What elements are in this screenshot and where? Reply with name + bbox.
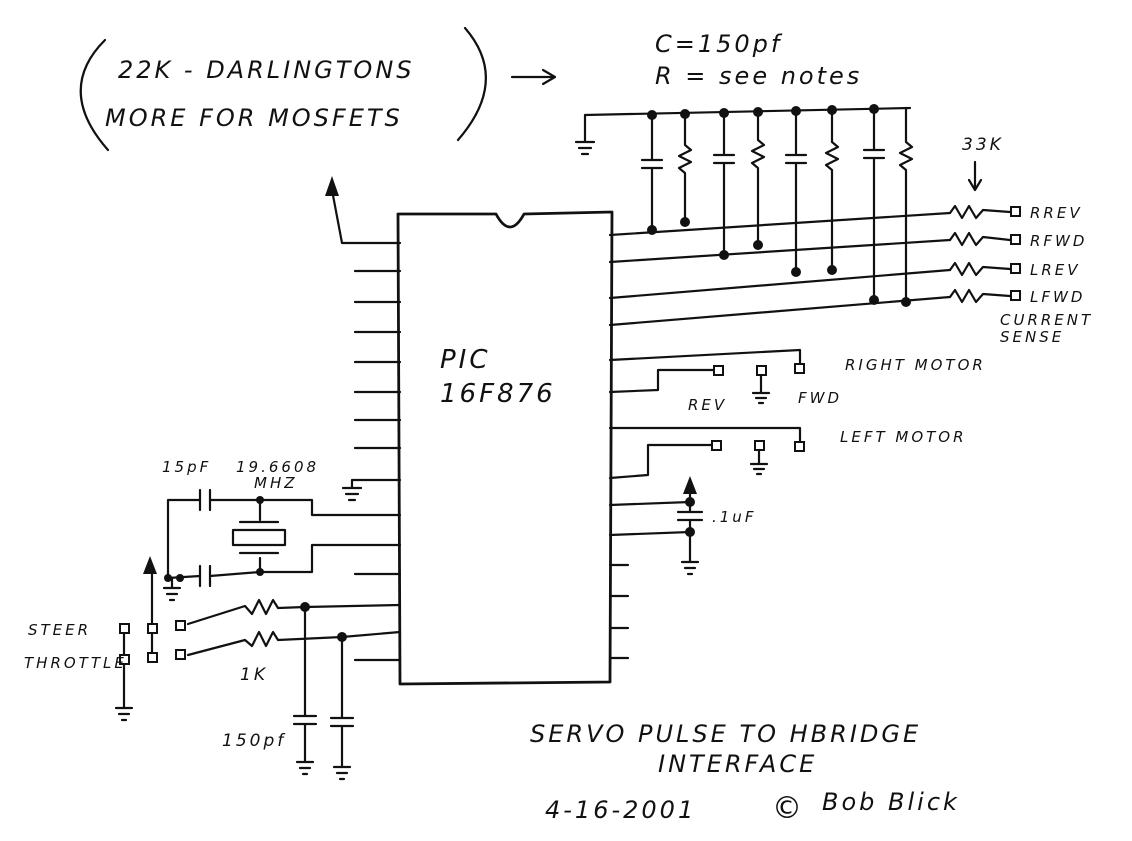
bypass-capacitor [608,476,704,576]
steer-label: STEER [28,621,91,639]
author-name: Bob Blick [822,788,960,816]
osc-ground-icon [162,576,182,602]
filter-cap-value: C=150pf [655,30,783,58]
title-line-2: INTERFACE [658,750,817,778]
fwd-label: FWD [798,389,842,407]
chip-ground-icon [341,478,402,502]
vdd-arrow-icon [683,476,697,494]
output-lrev: LREV [1030,261,1081,279]
filter-res-value: R = see notes [655,62,862,90]
output-rrev: RREV [1030,204,1083,222]
input-cap-ground-icon-2 [332,758,352,781]
filter-top-rail [583,106,912,117]
current-sense-lines [608,204,1021,327]
vcc-arrow-icon [325,176,339,196]
servo-ground-icon [114,706,134,722]
rev-label: REV [688,396,727,414]
current-sense-caption-2: SENSE [1000,328,1064,346]
servo-power-arrow-icon [143,556,157,574]
filter-ground-icon [574,113,596,156]
darlington-note: 22K - DARLINGTONS MORE FOR MOSFETS [79,26,557,152]
oscillator-circuit [162,478,402,602]
crystal-unit: MHZ [254,474,298,492]
title-line-1: SERVO PULSE TO HBRIDGE [530,720,921,748]
input-cap-value: 150pf [222,731,286,751]
right-motor-label: RIGHT MOTOR [845,356,986,374]
input-cap-ground-icon-1 [295,753,315,776]
left-parenthesis [79,38,110,152]
osc-cap-value: 15pF [162,458,211,476]
right-motor-jumper [608,348,805,405]
current-sense-caption-1: CURRENT [1000,311,1093,329]
chip-left-pins [353,269,402,662]
copyright-symbol: © [772,791,805,826]
pic-chip: PIC 16F876 [396,210,614,686]
input-resistor-value: 1K [240,665,268,685]
crystal-icon [231,528,287,547]
note-line-2: MORE FOR MOSFETS [105,104,403,132]
output-lfwd: LFWD [1030,288,1085,306]
bypass-cap-value: .1uF [712,508,756,526]
chip-right-pins [608,563,630,660]
servo-inputs [114,556,402,781]
right-parenthesis [456,26,487,142]
bypass-ground-icon [680,546,700,576]
note-arrow [510,68,557,86]
sense-resistor-value: 33K [962,135,1004,155]
crystal-frequency: 19.6608 [236,458,319,476]
note-line-1: 22K - DARLINGTONS [118,56,415,84]
output-rfwd: RFWD [1030,232,1087,250]
footer-date: 4-16-2001 [545,796,696,824]
throttle-label: THROTTLE [24,654,127,672]
left-motor-jumper [608,426,805,480]
left-motor-label: LEFT MOTOR [840,428,967,446]
sense-resistor-arrow [967,160,983,192]
chip-name-line-1: PIC [440,345,491,375]
chip-body [396,210,614,686]
chip-name-line-2: 16F876 [440,379,556,409]
vcc-pin [330,188,402,245]
